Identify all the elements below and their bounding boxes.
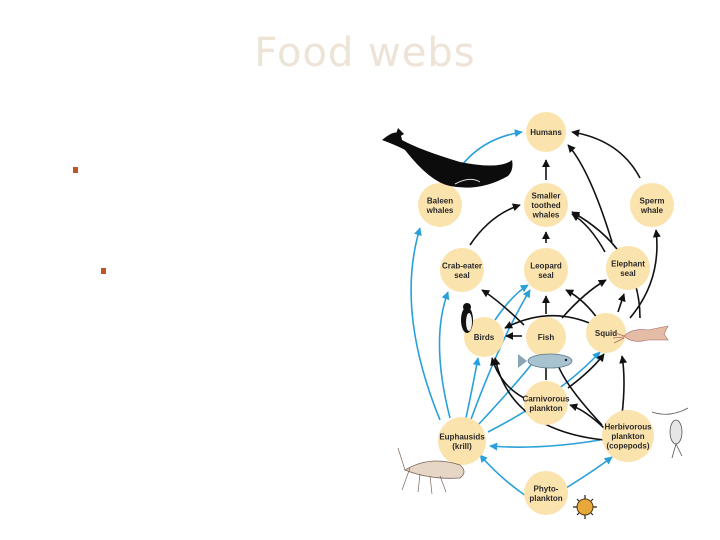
arrow-squid-to-birds: [504, 314, 595, 329]
node-label: Leopard: [530, 261, 562, 270]
node-circle: [524, 471, 568, 515]
node-label: Carnivorous: [522, 394, 570, 403]
node-birds: Birds: [464, 317, 504, 357]
phytoplankton-illustration: [573, 495, 597, 519]
node-label: seal: [620, 269, 636, 278]
node-label: plankton: [529, 494, 562, 503]
node-label: seal: [538, 271, 554, 280]
node-label: (copepods): [606, 442, 649, 451]
bullet-marker-2: [101, 268, 106, 274]
node-label: Herbivorous: [604, 423, 652, 432]
node-circle: [526, 112, 566, 152]
node-label: Sperm: [640, 196, 665, 205]
node-euphausids: Euphausids(krill): [438, 417, 486, 465]
fish-illustration: [518, 353, 573, 369]
node-circle: [526, 317, 566, 357]
node-label: Birds: [474, 333, 495, 342]
node-circle: [524, 183, 568, 227]
arrow-carnivorous-to-birds: [490, 357, 525, 399]
node-circle: [438, 417, 486, 465]
node-label: Euphausids: [439, 432, 485, 441]
node-label: whale: [640, 206, 664, 215]
node-circle: [524, 248, 568, 292]
node-label: Elephant: [611, 259, 645, 268]
arrow-carnivorous-to-squid: [567, 353, 605, 389]
node-label: seal: [454, 271, 470, 280]
bullet-marker-1: [73, 167, 78, 173]
node-circle: [586, 313, 626, 353]
krill-illustration: [397, 447, 465, 495]
penguin-illustration: [461, 303, 473, 333]
node-humans: Humans: [526, 112, 566, 152]
arrow-fish-to-crabeater-black: [481, 289, 525, 326]
node-circle: [602, 410, 654, 462]
arrow-euphausids-to-baleen: [410, 227, 441, 421]
node-label: Humans: [530, 128, 562, 137]
arrow-elephant-to-humans: [567, 144, 613, 243]
node-label: Phyto-: [534, 484, 559, 493]
node-label: whales: [426, 206, 454, 215]
node-circle: [418, 183, 462, 227]
arrow-herbivorous-to-squid: [619, 355, 628, 416]
node-label: plankton: [611, 432, 644, 441]
node-label: toothed: [531, 201, 560, 210]
arrow-crabeater-to-toothed: [469, 203, 521, 246]
node-circle: [464, 317, 504, 357]
arrow-euphausids-to-birds: [465, 357, 481, 419]
arrow-phyto-to-herbivorous: [565, 456, 613, 489]
squid-illustration: [611, 325, 669, 344]
node-fish: Fish: [526, 317, 566, 357]
arrow-elephant-to-toothed: [571, 213, 606, 253]
arrow-herbivorous-to-carnivorous: [569, 403, 605, 429]
arrow-fish-to-elephant: [561, 279, 607, 319]
slide-title: Food webs: [254, 30, 476, 76]
node-phyto: Phyto-plankton: [524, 471, 568, 515]
node-label: whales: [532, 211, 560, 220]
food-web-nodes: HumansBaleenwhalesSmallertoothedwhalesSp…: [418, 112, 674, 515]
arrow-phyto-to-euphausids: [479, 454, 527, 497]
node-circle: [630, 183, 674, 227]
node-squid: Squid: [586, 313, 626, 353]
node-circle: [524, 381, 568, 425]
whale-illustration: [382, 128, 513, 188]
node-circle: [440, 248, 484, 292]
arrow-squid-to-elephant: [617, 293, 626, 313]
node-label: Squid: [595, 329, 617, 338]
node-label: Smaller: [532, 192, 561, 201]
arrow-euphausids-to-crabeater: [438, 291, 451, 419]
arrow-sperm-to-humans: [571, 129, 641, 179]
arrow-squid-to-sperm: [629, 229, 661, 319]
arrow-birds-to-leopard: [494, 284, 529, 321]
node-label: Fish: [538, 333, 555, 342]
node-label: Baleen: [427, 196, 453, 205]
copepod-illustration: [651, 407, 689, 459]
node-circle: [606, 246, 650, 290]
node-label: Crab-eater: [442, 261, 482, 270]
node-label: (krill): [452, 442, 472, 451]
node-label: plankton: [529, 404, 562, 413]
arrow-herbivorous-to-euphausids: [489, 439, 601, 451]
